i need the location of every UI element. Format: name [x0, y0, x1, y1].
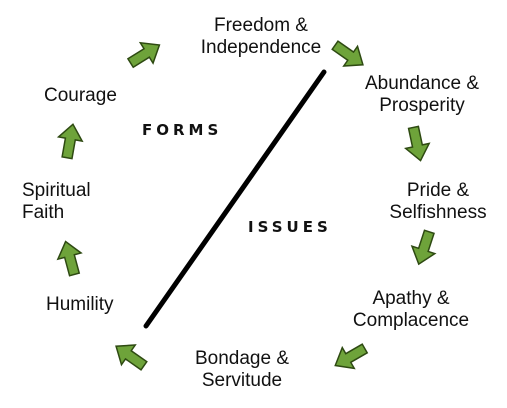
arrow-abundance-to-pride	[400, 124, 434, 164]
node-freedom-independence: Freedom & Independence	[178, 15, 344, 59]
arrow-pride-to-apathy	[406, 227, 442, 269]
arrow-humility-to-faith	[53, 237, 87, 279]
node-apathy-line-2: Complacence	[352, 310, 470, 331]
node-humility-line-1: Humility	[46, 294, 114, 315]
node-bondage-servitude: Bondage & Servitude	[178, 348, 306, 392]
node-courage-line-1: Courage	[44, 85, 117, 106]
arrow-bondage-to-humility	[108, 335, 152, 377]
arrow-faith-to-courage	[54, 121, 86, 161]
node-abundance-prosperity: Abundance & Prosperity	[346, 73, 498, 117]
node-freedom-line-1: Freedom &	[214, 15, 308, 36]
issues-label: ISSUES	[248, 218, 332, 236]
node-humility: Humility	[46, 294, 114, 316]
node-abundance-line-2: Prosperity	[379, 95, 465, 116]
node-apathy-complacence: Apathy & Complacence	[336, 288, 486, 332]
diagonal-divider-line	[143, 69, 327, 329]
arrow-courage-to-freedom	[123, 34, 167, 74]
forms-label: FORMS	[142, 121, 223, 139]
node-faith-line-1: Spiritual	[22, 180, 91, 201]
node-pride-line-1: Pride &	[406, 180, 470, 201]
node-bondage-line-1: Bondage &	[194, 348, 290, 369]
node-apathy-line-1: Apathy &	[372, 288, 450, 309]
arrow-apathy-to-bondage	[328, 337, 372, 377]
node-courage: Courage	[44, 85, 117, 107]
node-pride-selfishness: Pride & Selfishness	[377, 180, 499, 224]
node-faith-line-2: Faith	[22, 202, 65, 223]
node-bondage-line-2: Servitude	[201, 370, 283, 391]
node-spiritual-faith: Spiritual Faith	[22, 180, 91, 224]
node-abundance-line-1: Abundance &	[364, 73, 480, 94]
node-pride-line-2: Selfishness	[389, 202, 487, 223]
node-freedom-line-2: Independence	[200, 37, 322, 58]
